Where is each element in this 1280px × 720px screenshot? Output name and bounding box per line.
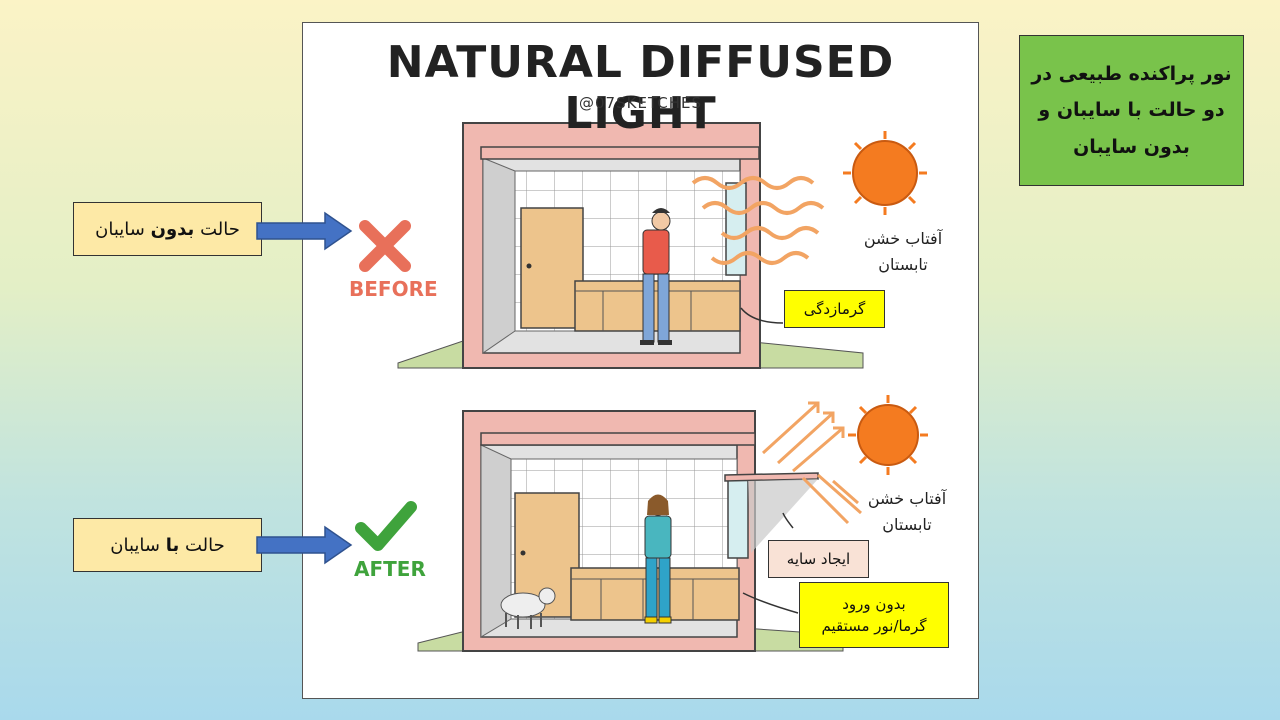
heading-line1: نور پراکنده طبیعی در [1031, 63, 1232, 86]
person-before [640, 208, 672, 345]
illustration-title: NATURAL DIFFUSED LIGHT [386, 37, 895, 139]
heat-stroke-note: گرمازدگی [784, 290, 885, 328]
arrow-right-icon [256, 211, 353, 251]
heading-line2: دو حالت با سایبان و [1038, 99, 1225, 122]
person-after [644, 494, 672, 624]
illustration-handle: @07SKETCHES [579, 94, 702, 112]
sun-label-bottom-line2: تابستان [882, 514, 932, 534]
before-house [397, 122, 927, 369]
heading-box: نور پراکنده طبیعی در دو حالت با سایبان و… [1019, 35, 1244, 186]
callout-with-awning: حالت با سایبان [73, 518, 262, 572]
sun-label-top-line2: تابستان [878, 254, 928, 274]
after-house [417, 395, 928, 652]
sun-before [843, 131, 927, 215]
arrow-right-icon [256, 525, 353, 565]
callout-without-awning: حالت بدون سایبان [73, 202, 262, 256]
x-mark-icon [359, 220, 411, 272]
heat-rays-before [691, 176, 825, 265]
callout-without-suffix: سایبان [95, 218, 145, 240]
no-direct-heat-line2: گرما/نور مستقیم [821, 617, 927, 635]
sun-after [848, 395, 928, 475]
callout-without-bold: بدون [150, 218, 195, 240]
no-direct-heat-note: بدون ورود گرما/نور مستقیم [799, 582, 949, 648]
callout-without-prefix: حالت [200, 218, 240, 240]
after-label: AFTER [354, 557, 426, 581]
sun-label-top-line1: آفتاب خشن [863, 229, 943, 248]
no-direct-heat-line1: بدون ورود [842, 594, 906, 613]
sun-label-bottom: آفتاب خشن تابستان [852, 486, 962, 537]
rays-after [761, 401, 862, 525]
shade-note: ایجاد سایه [768, 540, 869, 578]
heat-stroke-note-text: گرمازدگی [803, 299, 866, 318]
check-mark-icon [355, 501, 417, 551]
callout-with-prefix: حالت [184, 534, 225, 556]
illustration-panel: NATURAL DIFFUSED LIGHT @07SKETCHES BEFOR… [302, 22, 979, 699]
house-sketch [355, 122, 928, 652]
callout-with-bold: با [165, 534, 180, 556]
dog [500, 587, 556, 629]
sun-label-bottom-line1: آفتاب خشن [867, 489, 947, 508]
shade-note-text: ایجاد سایه [786, 550, 851, 568]
before-label: BEFORE [349, 277, 438, 301]
heading-line3: بدون سایبان [1073, 135, 1190, 158]
sun-label-top: آفتاب خشن تابستان [848, 226, 958, 277]
callout-with-suffix: سایبان [110, 534, 160, 556]
